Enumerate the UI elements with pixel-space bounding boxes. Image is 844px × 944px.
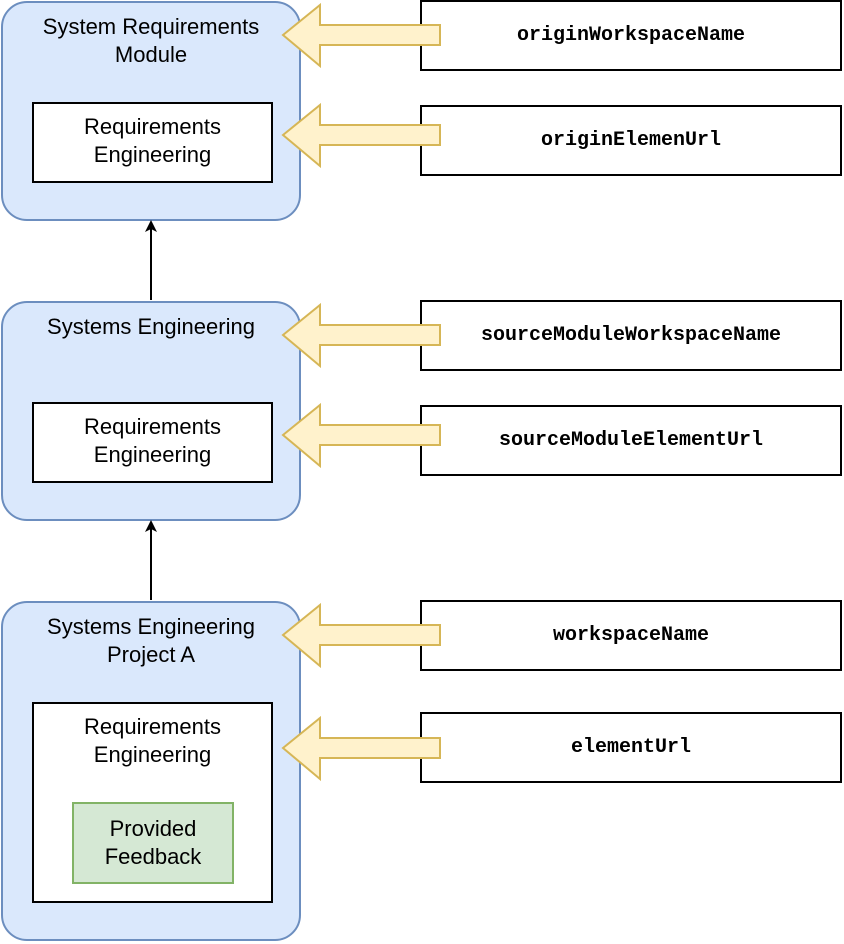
module-system-requirements[interactable]: System Requirements Module Requirements …: [1, 1, 301, 221]
requirements-engineering-label: Requirements Engineering: [84, 114, 221, 167]
param-source-module-workspace-name[interactable]: sourceModuleWorkspaceName: [420, 300, 842, 371]
mapping-arrow-2: [281, 102, 441, 169]
mapping-arrow-3: [281, 302, 441, 369]
provided-feedback-box[interactable]: Provided Feedback: [72, 802, 234, 884]
module-title: Systems Engineering Project A: [47, 614, 255, 667]
requirements-engineering-box[interactable]: Requirements Engineering: [32, 402, 273, 483]
param-element-url[interactable]: elementUrl: [420, 712, 842, 783]
requirements-engineering-label: Requirements Engineering: [84, 714, 221, 767]
param-origin-element-url[interactable]: originElemenUrl: [420, 105, 842, 176]
module-title: Systems Engineering: [47, 314, 255, 339]
requirements-engineering-box[interactable]: Requirements Engineering: [32, 102, 273, 183]
mapping-arrow-5: [281, 602, 441, 669]
module-project-a[interactable]: Systems Engineering Project A Requiremen…: [1, 601, 301, 941]
module-title: System Requirements Module: [42, 14, 260, 67]
requirements-engineering-box[interactable]: Requirements Engineering Provided Feedba…: [32, 702, 273, 903]
requirements-engineering-label: Requirements Engineering: [84, 414, 221, 467]
mapping-arrow-1: [281, 2, 441, 69]
param-source-module-element-url[interactable]: sourceModuleElementUrl: [420, 405, 842, 476]
mapping-arrow-6: [281, 715, 441, 782]
module-systems-engineering[interactable]: Systems Engineering Requirements Enginee…: [1, 301, 301, 521]
param-workspace-name[interactable]: workspaceName: [420, 600, 842, 671]
mapping-arrow-4: [281, 402, 441, 469]
param-origin-workspace-name[interactable]: originWorkspaceName: [420, 0, 842, 71]
